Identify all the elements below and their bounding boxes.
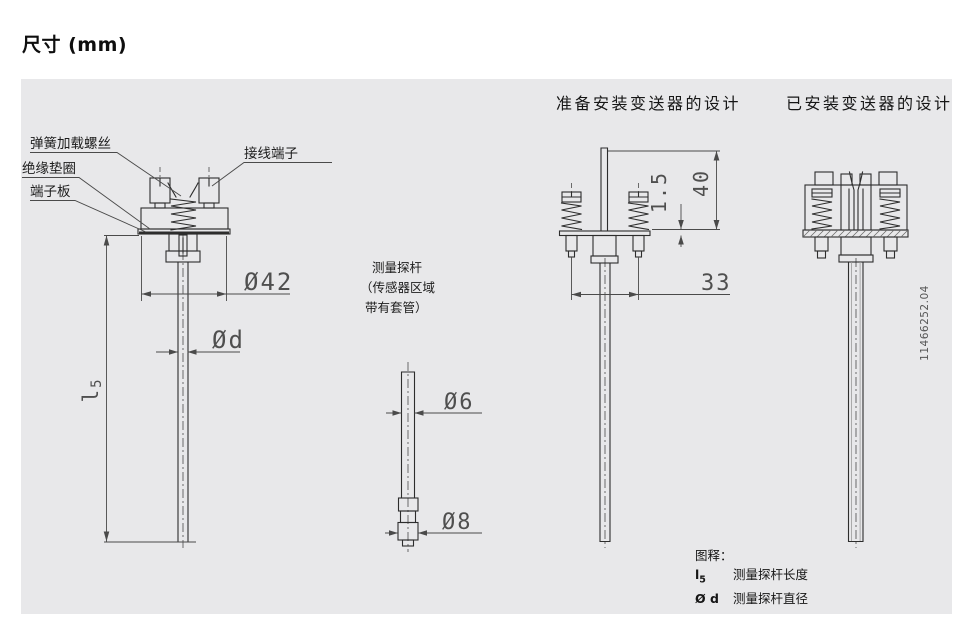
dimension-dd: Ød: [156, 326, 245, 355]
measuring-probe-drawing: Ø6 Ø8: [385, 362, 482, 552]
doc-number: 11466252.04: [919, 285, 931, 361]
dimension-d8: Ø8: [385, 510, 482, 536]
dimension-d42: Ø42: [141, 236, 293, 301]
dimension-d6: Ø6: [386, 390, 482, 416]
svg-text:Ød: Ød: [212, 326, 245, 354]
transmitter-ready-drawing: 40 1.5 33: [558, 147, 732, 548]
probe-caption: 测量探杆 （传感器区域 带有套管）: [360, 258, 435, 318]
svg-text:33: 33: [701, 271, 732, 296]
svg-text:l5: l5: [79, 377, 105, 402]
svg-text:40: 40: [689, 169, 713, 197]
svg-text:1.5: 1.5: [647, 171, 671, 213]
header-transmitter-installed: 已安装变送器的设计: [786, 94, 953, 113]
transmitter-installed-drawing: [802, 171, 909, 548]
dimension-40: 40: [608, 150, 720, 230]
svg-text:Ø6: Ø6: [444, 390, 475, 415]
dimension-l5: l5: [79, 235, 196, 543]
diagram-panel-background: [21, 79, 952, 614]
label-spring-loaded-screw: 弹簧加载螺丝: [30, 136, 111, 152]
page-title: 尺寸 (mm): [22, 34, 128, 56]
legend-title: 图释：: [695, 548, 733, 563]
probe-caption-line2: （传感器区域: [360, 280, 436, 295]
label-terminal-board: 端子板: [30, 184, 71, 200]
header-transmitter-ready: 准备安装变送器的设计: [556, 94, 742, 113]
label-insulating-washer: 绝缘垫圈: [22, 161, 76, 177]
label-wiring-terminal: 接线端子: [244, 146, 298, 162]
dimension-1-5: 1.5: [647, 171, 684, 247]
legend-desc-dd: 测量探杆直径: [733, 590, 809, 606]
legend-desc-l5: 测量探杆长度: [733, 566, 809, 582]
svg-text:Ø8: Ø8: [442, 510, 473, 535]
dimension-33: 33: [571, 257, 732, 300]
probe-assembly-drawing: Ø42 Ød l5: [22, 152, 332, 548]
svg-text:Ø42: Ø42: [244, 268, 293, 296]
probe-caption-line3: 带有套管）: [365, 300, 428, 315]
probe-caption-line1: 测量探杆: [372, 260, 423, 275]
